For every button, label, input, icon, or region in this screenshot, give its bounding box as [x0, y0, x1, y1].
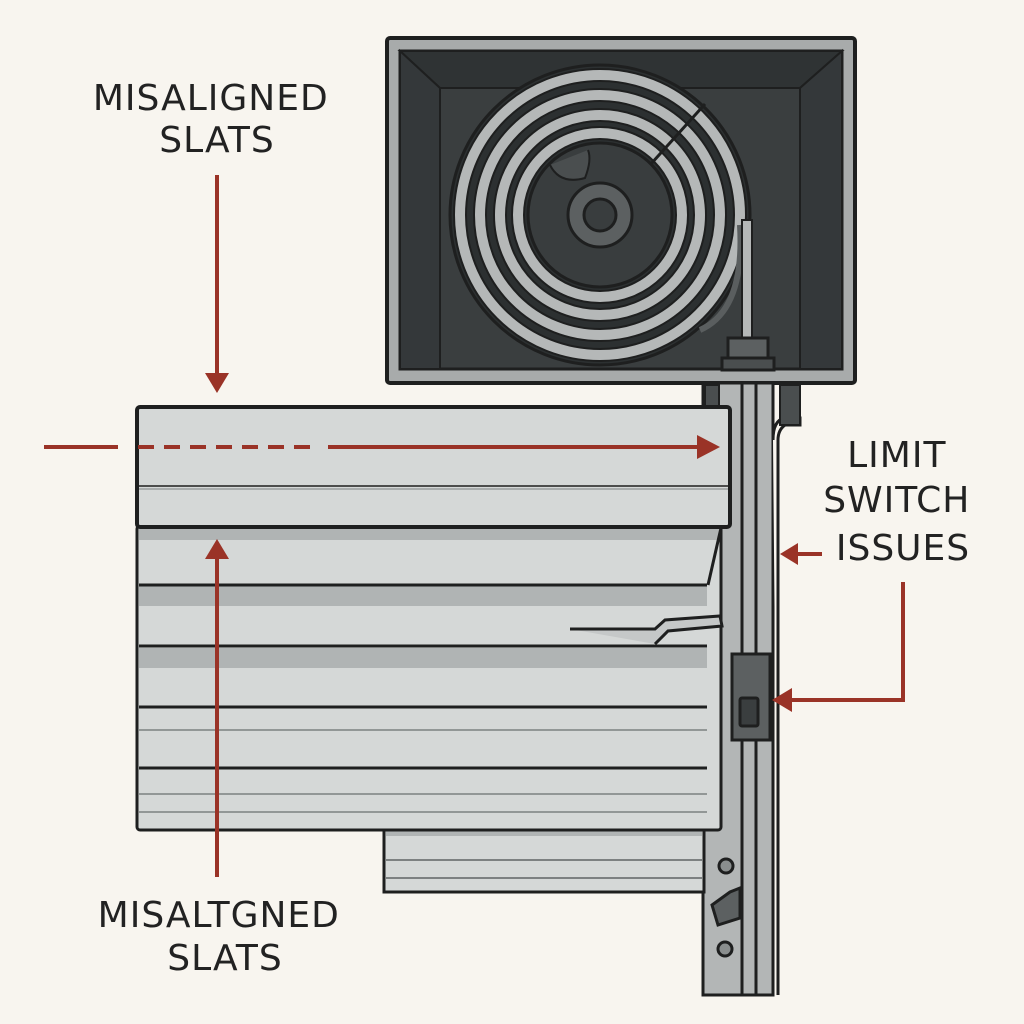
alignment-dashed-arrow: [44, 435, 720, 459]
label-line: ISSUES: [836, 528, 970, 569]
shutter-slats: [135, 405, 732, 894]
label-limit-switch: LIMIT SWITCH ISSUES: [823, 435, 983, 569]
label-misaligned-bottom: MISALTGNED SLATS: [98, 895, 353, 979]
limit-switch-arrow-lower: [772, 582, 905, 712]
label-line: SLATS: [167, 938, 282, 979]
label-line: MISALIGNED: [93, 78, 329, 119]
axle: [566, 181, 634, 249]
label-line: SLATS: [159, 120, 274, 161]
label-line: MISALTGNED: [98, 895, 340, 936]
misaligned-arrow-bottom: [205, 539, 229, 877]
misaligned-arrow-top: [205, 175, 229, 393]
label-misaligned-top: MISALIGNED SLATS: [93, 78, 341, 161]
limit-switch-arrow-upper: [780, 543, 822, 565]
limit-switch: [730, 652, 772, 742]
label-line: SWITCH: [823, 480, 970, 521]
label-line: LIMIT: [847, 435, 946, 476]
